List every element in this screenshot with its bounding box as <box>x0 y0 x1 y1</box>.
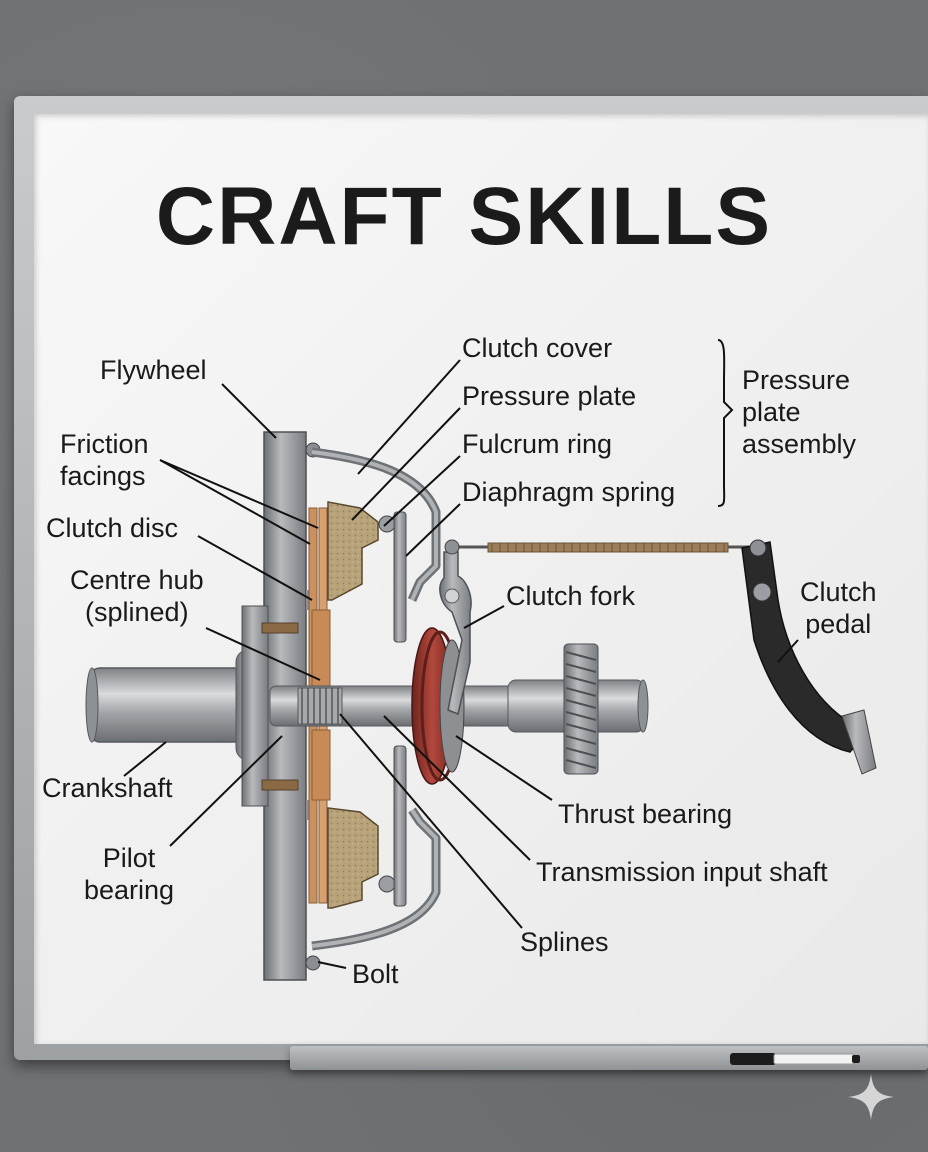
label-transmission-input-shaft: Transmission input shaft <box>536 857 828 887</box>
label-crankshaft: Crankshaft <box>42 773 173 803</box>
assembly-brace <box>717 339 734 507</box>
label-clutch-fork: Clutch fork <box>506 581 636 611</box>
clutch-pedal <box>741 539 877 775</box>
splines <box>297 687 343 725</box>
crankshaft <box>85 649 267 761</box>
label-pressure-plate: Pressure plate <box>462 381 637 411</box>
marker-pen <box>730 1053 860 1065</box>
whiteboard-surface <box>34 114 928 1044</box>
label-clutch-cover: Clutch cover <box>462 333 613 363</box>
label-pilot-bearing: Pilot bearing <box>84 843 175 905</box>
board-title: CRAFT SKILLS <box>155 171 773 262</box>
transmission-gear <box>563 643 599 775</box>
label-pressure-plate-assembly: Pressure plate assembly <box>742 365 857 459</box>
label-centre-hub: Centre hub (splined) <box>70 565 204 627</box>
label-flywheel: Flywheel <box>100 355 207 385</box>
label-clutch-disc: Clutch disc <box>46 513 179 543</box>
clutch-cable-spring <box>444 539 752 555</box>
clutch-fork <box>439 551 472 716</box>
label-friction-facings: Friction facings <box>60 429 149 491</box>
label-thrust-bearing: Thrust bearing <box>558 799 733 829</box>
leader-lines <box>123 359 799 969</box>
label-fulcrum-ring: Fulcrum ring <box>462 429 613 459</box>
label-clutch-pedal: Clutch pedal <box>800 577 877 639</box>
pressure-plate <box>327 501 396 909</box>
sparkle-icon <box>848 1074 894 1120</box>
diaphragm-spring <box>393 511 407 907</box>
clutch-cover <box>311 447 441 951</box>
label-bolt: Bolt <box>352 959 399 989</box>
label-diaphragm-spring: Diaphragm spring <box>462 477 676 507</box>
label-splines: Splines <box>520 927 609 957</box>
